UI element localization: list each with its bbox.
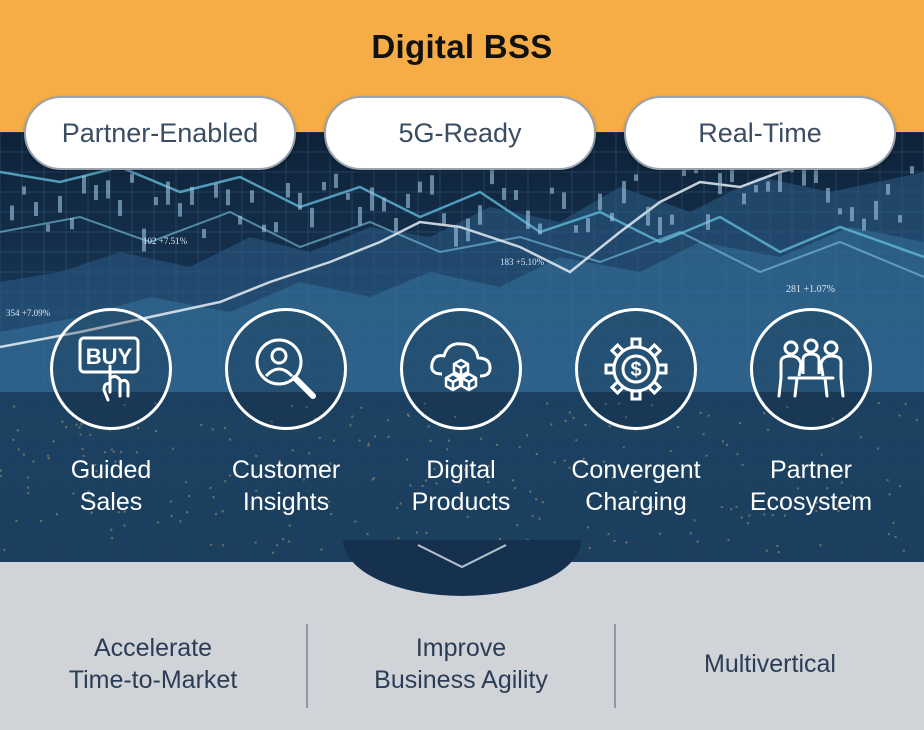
feature-label-line: Charging (585, 488, 687, 516)
dollar-icon-text: $ (630, 359, 641, 381)
feature-customer-insights: Customer Insights (198, 308, 374, 518)
feature-digital-products: Digital Products (373, 308, 549, 518)
feature-label-line: Insights (242, 488, 330, 516)
feature-label-line: Sales (79, 488, 143, 516)
feature-icon-circle (750, 308, 872, 430)
customer-search-icon (255, 338, 316, 399)
feature-label-line: Guided (70, 456, 152, 484)
chart-annotation: 183 +5.10% (500, 257, 545, 267)
feature-label: Convergent Charging (548, 454, 724, 518)
benefit-label-line: Time-to-Market (68, 666, 238, 694)
feature-label: Guided Sales (23, 454, 199, 518)
benefit-label-line: Multivertical (704, 650, 836, 678)
feature-icon-circle: BUY (50, 308, 172, 430)
gear-dollar-icon: $ (604, 337, 668, 401)
divider (306, 624, 308, 708)
feature-partner-ecosystem: Partner Ecosystem (723, 308, 899, 518)
pill-real-time: Real-Time (624, 96, 896, 170)
page-title: Digital BSS (371, 28, 553, 65)
feature-convergent-charging: $ Convergent Charging (548, 308, 724, 518)
feature-label-line: Partner (770, 456, 852, 484)
feature-label-line: Ecosystem (749, 488, 873, 516)
buy-touch-icon: BUY (78, 336, 140, 402)
feature-icon-circle (400, 308, 522, 430)
feature-label-line: Customer (231, 456, 341, 484)
benefit-label-line: Business Agility (374, 666, 548, 694)
benefit-multivertical: Multivertical (616, 618, 924, 710)
pill-label: Real-Time (698, 117, 822, 148)
chart-annotation: 102 +7.51% (143, 236, 188, 246)
feature-label: Digital Products (373, 454, 549, 518)
feature-label-line: Products (411, 488, 511, 516)
benefit-improve-business-agility: Improve Business Agility (308, 618, 614, 710)
pill-label: Partner-Enabled (61, 117, 259, 148)
divider (614, 624, 616, 708)
feature-label-line: Convergent (571, 456, 701, 484)
benefit-label-line: Improve (415, 634, 507, 662)
feature-icon-circle: $ (575, 308, 697, 430)
benefit-accelerate-time-to-market: Accelerate Time-to-Market (0, 618, 306, 710)
chart-annotation: 281 +1.07% (786, 284, 835, 295)
feature-label: Customer Insights (198, 454, 374, 518)
benefit-label-line: Accelerate (93, 634, 213, 662)
chevron-down-icon (417, 544, 507, 569)
pill-label: 5G-Ready (398, 117, 522, 148)
feature-label-line: Digital (426, 456, 496, 484)
feature-label: Partner Ecosystem (723, 454, 899, 518)
partner-meeting-icon (777, 338, 845, 398)
feature-icon-circle (225, 308, 347, 430)
feature-guided-sales: BUY Guided Sales (23, 308, 199, 518)
pill-5g-ready: 5G-Ready (324, 96, 596, 170)
chart-annotation: 354 +7.09% (6, 308, 51, 318)
pill-partner-enabled: Partner-Enabled (24, 96, 296, 170)
cloud-boxes-icon (430, 342, 492, 392)
